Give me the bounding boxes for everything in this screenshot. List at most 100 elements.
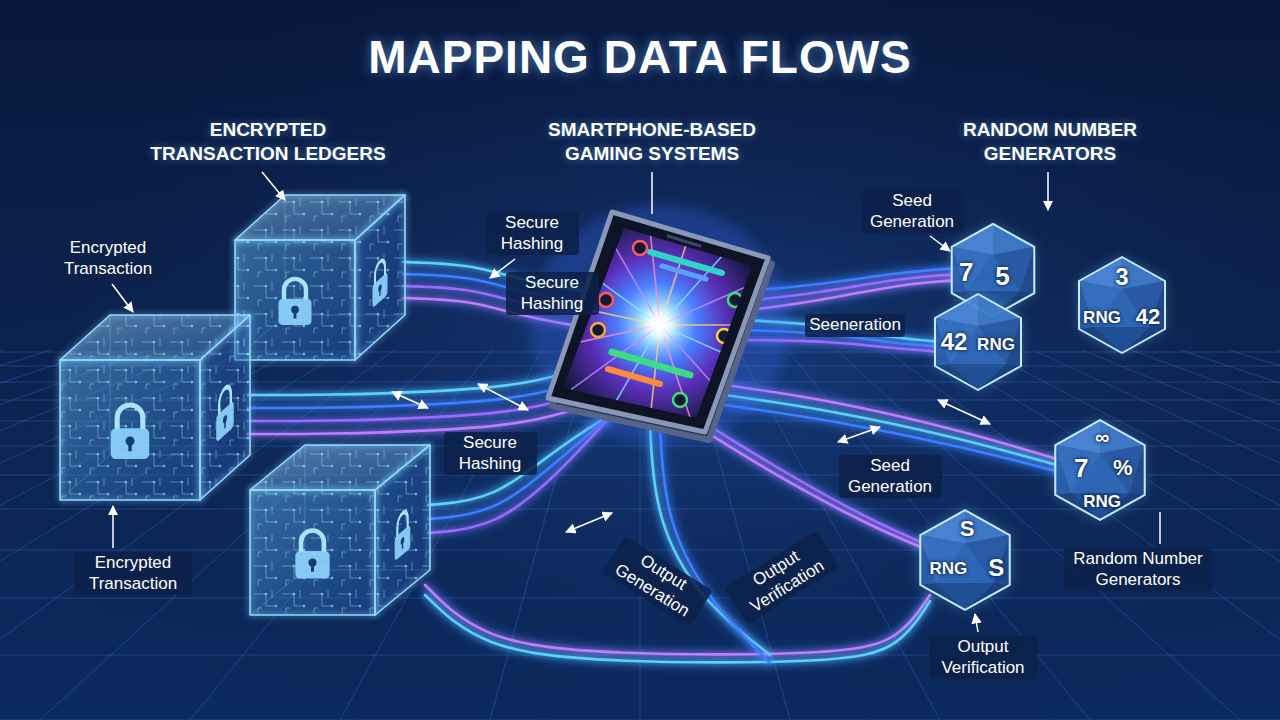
ledger-cube	[250, 445, 430, 615]
lock-icon	[216, 380, 234, 442]
light-ray	[605, 325, 660, 420]
app-icon	[633, 241, 647, 255]
cube-edge	[250, 490, 375, 615]
lock-icon	[111, 405, 150, 459]
lock-icon	[279, 279, 312, 325]
flow-label: Seeneration	[805, 314, 905, 337]
data-flow	[248, 404, 592, 434]
cube-edge	[250, 445, 430, 490]
lock-icon	[395, 507, 411, 561]
screen-content	[552, 216, 770, 435]
die-number: 42	[1136, 306, 1160, 328]
status-bar	[650, 252, 722, 273]
light-ray	[649, 216, 660, 325]
die-outline	[920, 510, 1009, 610]
die-facet	[965, 535, 1010, 583]
cube-edge	[60, 360, 200, 500]
cube-face	[60, 315, 250, 360]
ledger-cube	[60, 315, 250, 500]
cube-edge	[235, 240, 355, 360]
leader-line	[930, 236, 950, 251]
group-heading: RANDOM NUMBER GENERATORS	[940, 118, 1160, 166]
data-flow	[248, 378, 592, 408]
circuit-texture	[250, 445, 430, 490]
die-outline	[1079, 257, 1165, 353]
rng-die: SRNGS	[913, 508, 1017, 612]
flow-label: Secure Hashing	[506, 272, 599, 315]
die-outline	[1055, 420, 1144, 520]
cube-back-edge	[60, 315, 250, 500]
rng-die: 3RNG42	[1072, 255, 1172, 355]
die-number: RNG	[1083, 493, 1121, 510]
cube-back-edge	[250, 445, 430, 615]
die-number: 42	[941, 330, 968, 354]
die-number: 7	[1074, 455, 1088, 481]
die-facet	[952, 247, 993, 291]
status-bar	[608, 369, 660, 384]
grid-line	[1131, 350, 1280, 720]
leader-line	[478, 384, 528, 410]
cube-edge	[235, 195, 405, 240]
flow-label: Random Number Generators	[1064, 548, 1212, 591]
flow-label: Encrypted Transaction	[49, 237, 167, 280]
cube-face	[235, 195, 405, 240]
phone-screen	[563, 228, 752, 418]
circuit-texture	[250, 490, 375, 615]
cube-face	[60, 360, 200, 500]
group-heading: SMARTPHONE-BASED GAMING SYSTEMS	[532, 118, 772, 166]
lock-icon	[295, 530, 329, 578]
light-ray	[552, 325, 660, 348]
data-flow	[248, 391, 592, 421]
light-ray	[660, 324, 770, 326]
grid-line	[1278, 350, 1280, 720]
leader-line	[112, 284, 133, 312]
app-icon	[728, 293, 742, 307]
flow-label: Seed Generation	[839, 455, 942, 498]
cube-face	[250, 445, 430, 490]
status-bar	[662, 266, 706, 279]
die-number: RNG	[929, 560, 967, 577]
cube-back-edge	[235, 195, 405, 360]
leader-line	[112, 506, 114, 548]
flow-label: Encrypted Transaction	[74, 552, 192, 595]
grid-line	[1033, 350, 1280, 720]
die-facet	[935, 318, 978, 364]
flow-label: Secure Hashing	[444, 432, 537, 475]
leader-line	[392, 392, 428, 408]
die-outline	[935, 294, 1021, 390]
phone-speaker	[668, 236, 700, 246]
leader-line	[1159, 512, 1161, 544]
leader-line	[838, 427, 880, 442]
grid-line	[1229, 350, 1280, 720]
leader-line	[975, 614, 978, 632]
ledger-cube	[235, 195, 405, 360]
grid-line	[0, 350, 2, 720]
die-number: ∞	[1095, 427, 1109, 447]
die-number: RNG	[977, 336, 1015, 353]
flow-label: Seed Generation	[861, 190, 964, 233]
group-heading: ENCRYPTED TRANSACTION LEDGERS	[144, 118, 392, 166]
grid-line	[885, 350, 1280, 720]
leader-line	[938, 400, 990, 424]
data-flow	[660, 425, 770, 663]
die-facet	[1020, 247, 1034, 293]
diagram-title: MAPPING DATA FLOWS	[0, 30, 1280, 84]
die-number: S	[988, 556, 1004, 580]
leader-line	[262, 172, 285, 200]
leader-line	[651, 172, 653, 214]
circuit-texture	[60, 360, 200, 500]
flow-label: Secure Hashing	[486, 212, 579, 255]
light-ray	[660, 325, 760, 370]
die-glow	[1055, 420, 1144, 520]
grid-line	[1082, 350, 1280, 720]
cube-edge	[60, 315, 250, 360]
circuit-texture	[235, 195, 405, 240]
app-icon	[599, 293, 613, 307]
flow-label: Output Verification	[929, 636, 1037, 679]
lock-icon	[373, 255, 388, 308]
die-number: 3	[1115, 265, 1128, 289]
grid-line	[1180, 350, 1280, 720]
die-number: 7	[959, 259, 973, 285]
app-icon	[717, 329, 731, 343]
